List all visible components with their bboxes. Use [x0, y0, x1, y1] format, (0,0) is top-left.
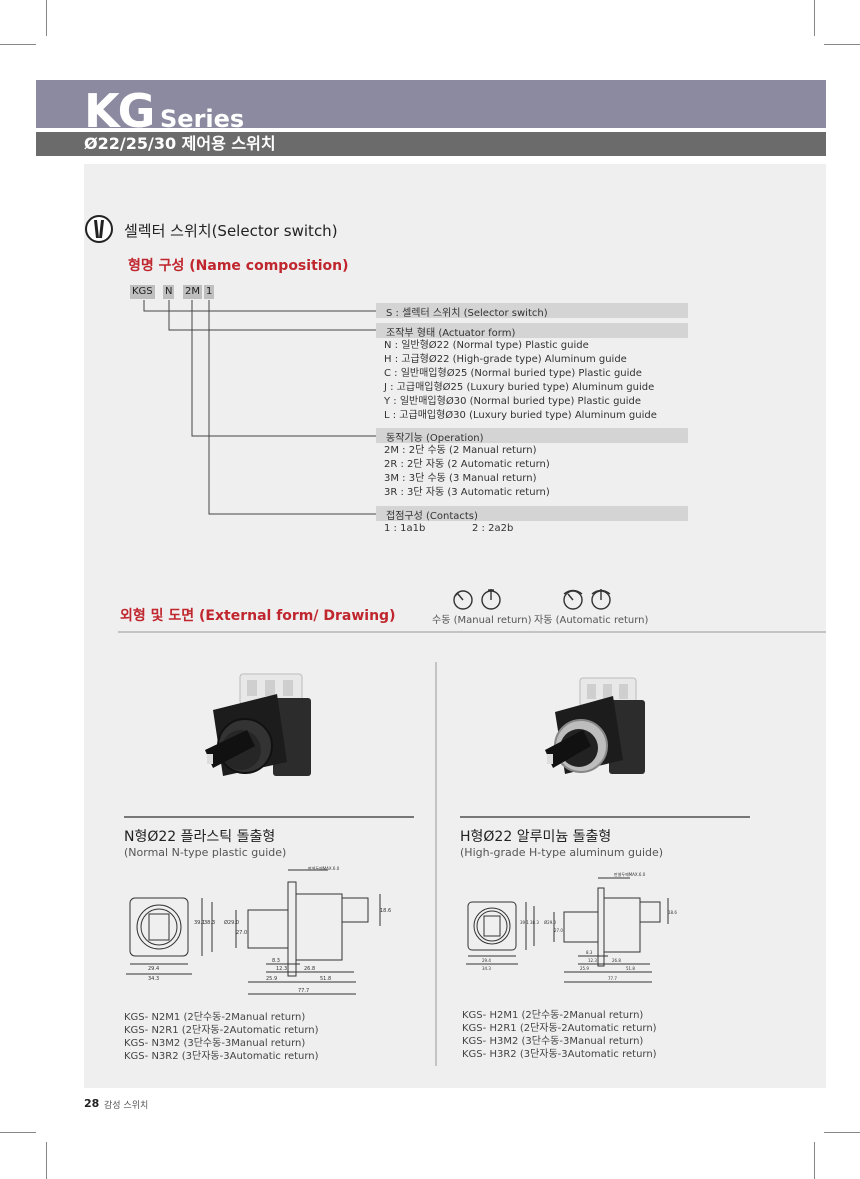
dim-label: 29.4: [482, 958, 491, 963]
code-operation: 2M: [183, 285, 202, 299]
dim-label: 38.3: [530, 920, 539, 925]
code-actuator: N: [163, 285, 175, 299]
crop-mark: [814, 0, 815, 36]
dim-label: 77.7: [608, 976, 617, 981]
dim-label: 51.8: [320, 976, 332, 982]
model-item: KGS- N3R2 (3단자동-3Automatic return): [124, 1051, 319, 1062]
product-photo-n: [195, 668, 325, 798]
dim-label: 39.1: [194, 920, 206, 926]
list-item: 3R : 3단 자동 (3 Automatic return): [384, 487, 550, 498]
model-item: KGS- N3M2 (3단수동-3Manual return): [124, 1038, 306, 1049]
dim-panel-thickness: 판넬두께MAX.6.0: [614, 872, 646, 877]
header-seam: [36, 128, 826, 132]
legend-manual-label: 수동 (Manual return): [432, 615, 532, 626]
group-bar-actuator: 조작부 형태 (Actuator form): [376, 323, 688, 339]
list-item: C : 일반매입형Ø25 (Normal buried type) Plasti…: [384, 368, 642, 379]
name-composition-heading: 형명 구성 (Name composition): [128, 258, 349, 274]
dim-label: 8.3: [272, 958, 280, 964]
crop-mark: [0, 1132, 36, 1133]
model-item: KGS- H2R1 (2단자동-2Automatic return): [462, 1023, 657, 1034]
drawing-n: 판넬두께MAX.6.0 39.1 38.3 Ø29.0 27.0 18.6 29…: [118, 862, 418, 1004]
model-item: KGS- H3M2 (3단수동-3Manual return): [462, 1036, 644, 1047]
model-item: KGS- H2M1 (2단수동-2Manual return): [462, 1010, 644, 1021]
list-item: 1 : 1a1b: [384, 523, 426, 534]
code-contacts: 1: [204, 285, 215, 299]
crop-mark: [824, 44, 860, 45]
header-band: [36, 80, 826, 128]
dim-label: 25.9: [580, 966, 589, 971]
model-item: KGS- N2M1 (2단수동-2Manual return): [124, 1012, 306, 1023]
dim-label: 12.3: [276, 966, 288, 972]
section-title: 셀렉터 스위치(Selector switch): [124, 222, 338, 240]
drawing-h: 판넬두께MAX.6.0 39.1 38.3 Ø29.0 27.0 18.6 29…: [460, 872, 690, 992]
list-item: 2 : 2a2b: [472, 523, 514, 534]
dim-label: 18.6: [380, 908, 392, 914]
group-bar-contacts: 접점구성 (Contacts): [376, 506, 688, 522]
dim-label: 25.9: [266, 976, 278, 982]
group-bar-label: S : 셀렉터 스위치 (Selector switch): [386, 308, 548, 319]
dim-panel-thickness: 판넬두께MAX.6.0: [308, 866, 340, 871]
dim-label: 38.3: [204, 920, 216, 926]
series-header: KG Series Ø22/25/30 제어용 스위치: [36, 80, 826, 156]
code-prefix: KGS: [130, 285, 155, 299]
header-sub-band: [36, 132, 826, 156]
dim-label: 26.8: [304, 966, 316, 972]
dim-label: 27.0: [236, 930, 248, 936]
dim-label: 51.8: [626, 966, 635, 971]
page-number: 28: [84, 1097, 100, 1110]
group-bar-label: 접점구성 (Contacts): [386, 511, 478, 522]
external-form-heading: 외형 및 도면 (External form/ Drawing): [120, 608, 396, 624]
dim-label: 27.0: [554, 928, 563, 933]
dim-label: 18.6: [668, 910, 677, 915]
product-subtitle-n: (Normal N-type plastic guide): [124, 846, 287, 859]
dim-label: 39.1: [520, 920, 529, 925]
product-photo-h: [535, 672, 655, 792]
crop-mark: [46, 0, 47, 36]
manual-return-icon: [450, 586, 506, 612]
list-item: J : 고급매입형Ø25 (Luxury buried type) Alumin…: [384, 382, 655, 393]
group-bar-operation: 동작기능 (Operation): [376, 428, 688, 444]
footer-text: 감성 스위치: [104, 1101, 149, 1111]
dim-label: 29.4: [148, 966, 160, 972]
automatic-return-icon: [560, 586, 616, 612]
product-title-n: N형Ø22 플라스틱 돌출형: [124, 829, 276, 845]
model-item: KGS- H3R2 (3단자동-3Automatic return): [462, 1049, 657, 1060]
dim-label: 12.3: [588, 958, 597, 963]
selector-switch-icon: [84, 214, 114, 244]
list-item: H : 고급형Ø22 (High-grade type) Aluminum gu…: [384, 354, 627, 365]
dim-label: 26.8: [612, 958, 621, 963]
group-bar-label: 동작기능 (Operation): [386, 433, 484, 444]
group-bar-label: 조작부 형태 (Actuator form): [386, 328, 516, 339]
product-subtitle-h: (High-grade H-type aluminum guide): [460, 846, 664, 859]
dim-label: 77.7: [298, 988, 310, 994]
list-item: L : 고급매입형Ø30 (Luxury buried type) Alumin…: [384, 410, 657, 421]
list-item: 2R : 2단 자동 (2 Automatic return): [384, 459, 550, 470]
crop-mark: [824, 1132, 860, 1133]
series-word: Series: [160, 105, 245, 133]
model-item: KGS- N2R1 (2단자동-2Automatic return): [124, 1025, 319, 1036]
crop-mark: [814, 1142, 815, 1179]
list-item: 2M : 2단 수동 (2 Manual return): [384, 445, 537, 456]
group-bar-selector: S : 셀렉터 스위치 (Selector switch): [376, 303, 688, 319]
crop-mark: [46, 1142, 47, 1179]
dim-label: 8.3: [586, 950, 593, 955]
product-title-h: H형Ø22 알루미늄 돌출형: [460, 829, 612, 845]
header-subtitle: Ø22/25/30 제어용 스위치: [84, 134, 276, 153]
list-item: 3M : 3단 수동 (3 Manual return): [384, 473, 537, 484]
list-item: N : 일반형Ø22 (Normal type) Plastic guide: [384, 340, 589, 351]
legend-auto-label: 자동 (Automatic return): [534, 615, 649, 626]
list-item: Y : 일반매입형Ø30 (Normal buried type) Plasti…: [384, 396, 642, 407]
crop-mark: [0, 44, 36, 45]
dim-label: Ø29.0: [544, 920, 557, 925]
dim-label: 34.3: [482, 966, 491, 971]
dim-label: 34.3: [148, 976, 160, 982]
series-logo: KG: [84, 84, 155, 138]
dim-label: Ø29.0: [224, 920, 240, 926]
